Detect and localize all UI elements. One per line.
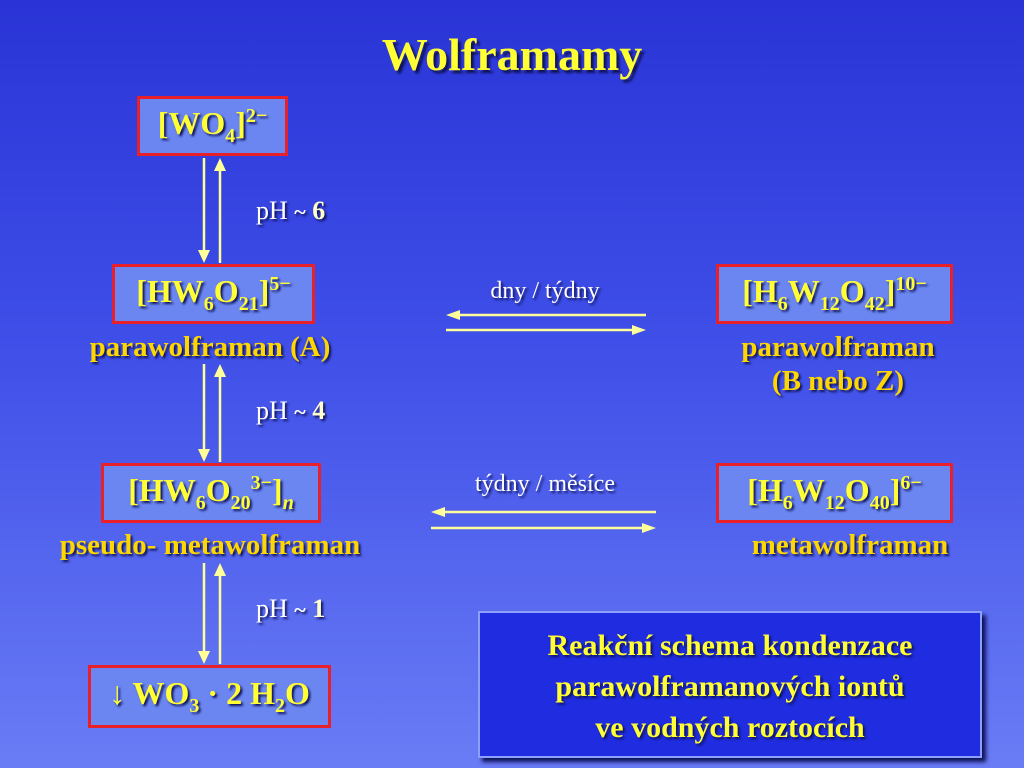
label-parawolframan-b-line1: parawolframan xyxy=(741,331,935,363)
species-box-h6w12o40: [H6W12O40]6− xyxy=(716,463,953,523)
caption-line-1: Reakční schema kondenzace xyxy=(547,629,913,662)
formula-h6w12o42: [H6W12O42]10− xyxy=(742,273,927,315)
formula-hw6o20: [HW6O203−]n xyxy=(128,472,294,514)
arrowhead-down-3 xyxy=(198,651,210,664)
page-title: Wolframamy xyxy=(381,29,643,80)
label-metawolframan: metawolframan xyxy=(751,529,949,561)
arrowhead-down-2 xyxy=(198,449,210,462)
species-box-h6w12o42: [H6W12O42]10− xyxy=(716,264,953,324)
formula-wo3: ↓ WO3 · 2 H2O xyxy=(109,675,310,717)
arrowhead-down-1 xyxy=(198,250,210,263)
label-parawolframan-b-line2: (B nebo Z) xyxy=(771,365,905,397)
arrowhead-up-1 xyxy=(214,158,226,171)
caption-line-3: ve vodných roztocích xyxy=(595,711,865,744)
species-box-hw6o20: [HW6O203−]n xyxy=(101,463,321,523)
arrowhead-right-1 xyxy=(632,325,646,335)
condition-ph6: pH ~ 6 xyxy=(256,196,326,225)
arrowhead-left-2 xyxy=(431,507,445,517)
arrowhead-right-2 xyxy=(642,523,656,533)
caption-box: Reakční schema kondenzace parawolframano… xyxy=(478,611,982,758)
label-pseudo-metawolframan: pseudo- metawolframan xyxy=(59,529,361,561)
rate-days-weeks: dny / týdny xyxy=(490,278,600,304)
condition-ph4: pH ~ 4 xyxy=(256,396,326,425)
formula-hw6o21: [HW6O21]5− xyxy=(136,273,291,315)
rate-weeks-months: týdny / měsíce xyxy=(475,471,615,497)
formula-h6w12o40: [H6W12O40]6− xyxy=(747,472,922,514)
arrowhead-up-3 xyxy=(214,563,226,576)
formula-wo4: [WO4]2− xyxy=(157,105,268,147)
label-parawolframan-a: parawolframan (A) xyxy=(89,331,331,363)
species-box-wo3: ↓ WO3 · 2 H2O xyxy=(88,665,331,728)
species-box-hw6o21: [HW6O21]5− xyxy=(112,264,315,324)
arrowhead-left-1 xyxy=(446,310,460,320)
arrowhead-up-2 xyxy=(214,364,226,377)
caption-line-2: parawolframanových iontů xyxy=(555,670,905,703)
label-parawolframan-b: parawolframan (B nebo Z) xyxy=(700,330,976,398)
species-box-wo4: [WO4]2− xyxy=(137,96,288,156)
condition-ph1: pH ~ 1 xyxy=(256,594,326,623)
